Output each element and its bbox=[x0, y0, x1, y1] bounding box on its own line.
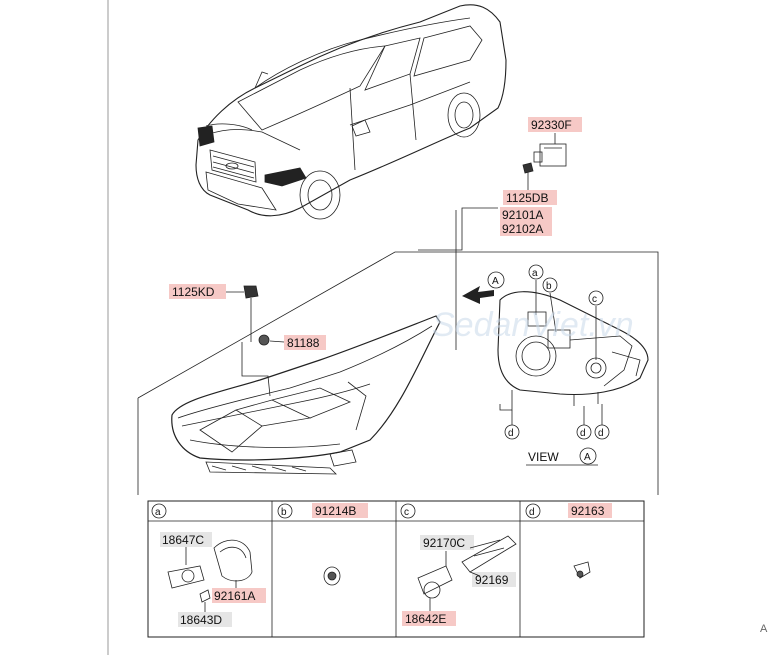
svg-text:18643D: 18643D bbox=[180, 613, 222, 627]
label-lamp-lh: 92101A bbox=[500, 207, 552, 222]
svg-text:a: a bbox=[532, 268, 538, 279]
legend-table bbox=[147, 500, 645, 638]
callout-d-mid: d bbox=[576, 406, 592, 440]
legend-cell-c: c 92170C 92169 18642E bbox=[400, 503, 517, 626]
callout-d-right: d bbox=[594, 404, 610, 440]
rear-wheel bbox=[447, 92, 481, 138]
svg-text:b: b bbox=[546, 281, 552, 292]
corner-text: A bbox=[760, 623, 768, 635]
clip-part bbox=[258, 334, 270, 346]
svg-text:18642E: 18642E bbox=[405, 612, 446, 626]
svg-text:VIEW: VIEW bbox=[528, 450, 559, 464]
callout-a: a bbox=[528, 264, 544, 315]
screw-left bbox=[243, 285, 259, 342]
svg-text:d: d bbox=[508, 428, 514, 439]
svg-text:d: d bbox=[598, 428, 604, 439]
svg-text:c: c bbox=[592, 294, 597, 305]
label-clip: 81188 bbox=[284, 335, 326, 350]
svg-text:d: d bbox=[580, 428, 586, 439]
screw-top bbox=[522, 162, 534, 184]
svg-text:92161A: 92161A bbox=[214, 589, 255, 603]
svg-text:b: b bbox=[281, 507, 287, 518]
svg-text:92102A: 92102A bbox=[502, 222, 543, 236]
svg-text:d: d bbox=[529, 507, 535, 518]
svg-text:92169: 92169 bbox=[475, 573, 509, 587]
svg-text:A: A bbox=[492, 276, 499, 287]
front-wheel bbox=[299, 170, 341, 220]
legend-cell-d: d 92163 bbox=[525, 503, 612, 579]
switch-part bbox=[533, 143, 567, 167]
view-arrow: A bbox=[462, 271, 505, 304]
callout-b: b bbox=[542, 277, 558, 333]
svg-text:18647C: 18647C bbox=[162, 533, 204, 547]
label-lamp-rh: 92102A bbox=[500, 221, 552, 236]
watermark: SedanViet.vn bbox=[432, 306, 634, 344]
view-caption: VIEW A bbox=[526, 447, 598, 466]
headlamp-assembly bbox=[171, 315, 441, 475]
svg-text:c: c bbox=[404, 507, 409, 518]
svg-text:1125KD: 1125KD bbox=[172, 285, 215, 299]
callout-c: c bbox=[588, 290, 604, 360]
label-screw-left: 1125KD bbox=[169, 284, 226, 299]
svg-text:A: A bbox=[584, 452, 591, 463]
label-switch: 92330F bbox=[528, 117, 582, 132]
legend-cell-a: a 18647C 92161A 18643D bbox=[151, 503, 266, 627]
svg-text:81188: 81188 bbox=[287, 336, 320, 350]
car-illustration bbox=[195, 4, 507, 220]
svg-text:1125DB: 1125DB bbox=[506, 191, 548, 205]
svg-text:a: a bbox=[155, 507, 161, 518]
svg-text:92101A: 92101A bbox=[502, 208, 543, 222]
legend-cell-b: b 91214B bbox=[277, 503, 368, 586]
svg-text:92170C: 92170C bbox=[423, 536, 465, 550]
svg-text:91214B: 91214B bbox=[315, 504, 356, 518]
svg-text:92330F: 92330F bbox=[531, 118, 572, 132]
car-headlight bbox=[264, 167, 307, 187]
svg-text:92163: 92163 bbox=[571, 504, 605, 518]
label-screw-top: 1125DB bbox=[503, 190, 557, 205]
assembly-frame bbox=[137, 251, 659, 495]
callout-d-left: d bbox=[504, 410, 520, 440]
